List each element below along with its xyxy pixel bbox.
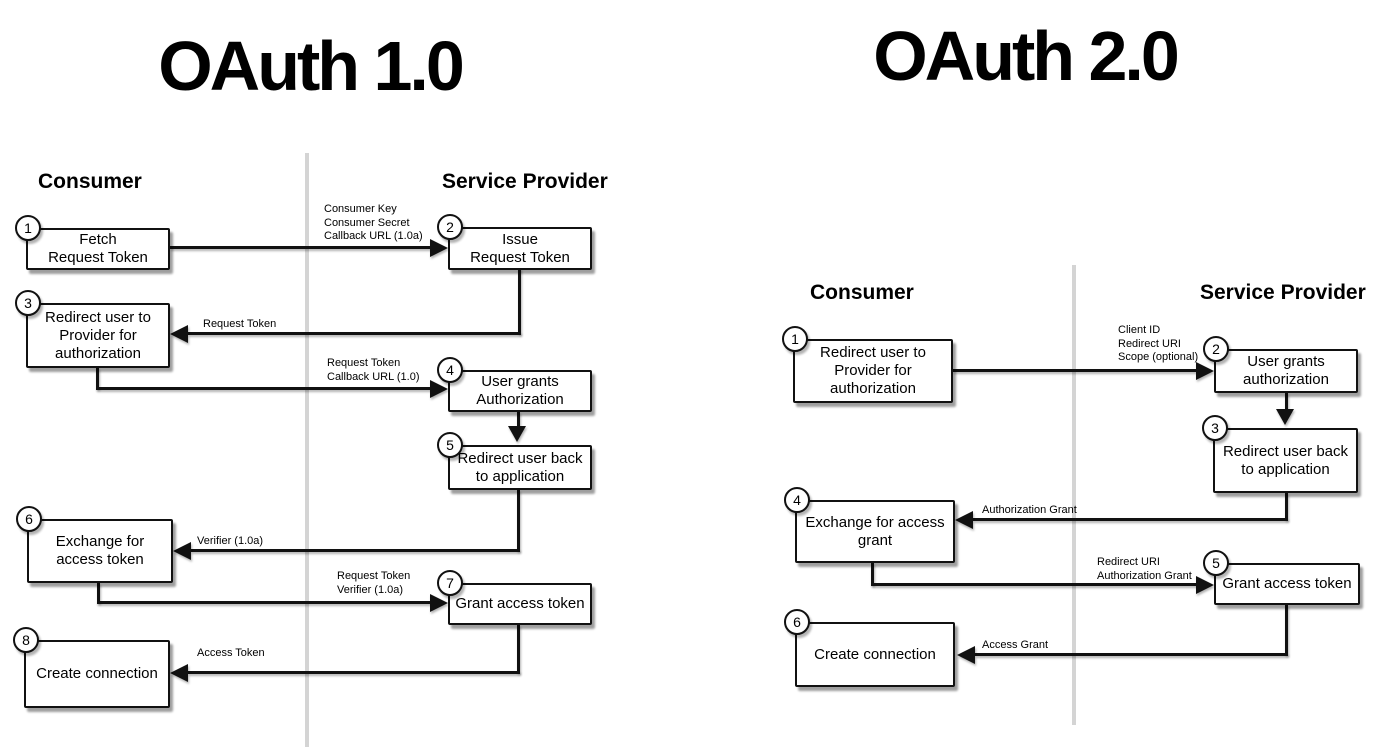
arrowhead-left-icon — [170, 325, 188, 343]
right-separator-line — [1072, 265, 1076, 725]
edge-label-client-id: Client ID Redirect URI Scope (optional) — [1118, 324, 1199, 363]
box-label: Redirect user to Provider for authorizat… — [45, 308, 151, 362]
step-badge: 4 — [784, 487, 810, 513]
left-provider-header: Service Provider — [442, 170, 608, 193]
right-diagram-title: OAuth 2.0 — [873, 17, 1180, 95]
step-badge: 3 — [15, 290, 41, 316]
step-badge: 7 — [437, 570, 463, 596]
arrowhead-right-icon — [430, 239, 448, 257]
arrow-segment — [517, 625, 520, 673]
arrow-segment — [975, 653, 1288, 656]
left-consumer-header: Consumer — [38, 170, 142, 193]
arrow-segment — [953, 369, 1196, 372]
step-badge: 8 — [13, 627, 39, 653]
step-badge: 5 — [437, 432, 463, 458]
arrow-segment — [1285, 605, 1288, 655]
left-separator-line — [305, 153, 309, 747]
edge-label-access-token: Access Token — [197, 647, 265, 659]
edge-label-authorization-grant: Authorization Grant — [982, 504, 1077, 516]
arrow-segment — [96, 368, 99, 389]
step-badge: 2 — [1203, 336, 1229, 362]
arrow-segment — [518, 268, 521, 334]
step-badge: 2 — [437, 214, 463, 240]
edge-label-request-token-verifier: Request Token Verifier (1.0a) — [337, 570, 411, 596]
flow-box-redirect-user-to-provider: Redirect user to Provider for authorizat… — [793, 339, 953, 403]
edge-label-request-token: Request Token — [203, 318, 277, 330]
box-label: User grants authorization — [1243, 353, 1329, 388]
box-label: Grant access token — [1222, 575, 1352, 592]
box-label: Redirect user to Provider for authorizat… — [820, 344, 926, 397]
arrowhead-right-icon — [1196, 362, 1214, 380]
flow-box-grant-access-token: Grant access token — [448, 583, 592, 625]
arrowhead-left-icon — [170, 664, 188, 682]
box-label: Exchange for access token — [55, 533, 145, 568]
arrow-segment — [188, 332, 521, 335]
flow-box-create-connection: Create connection — [24, 640, 170, 708]
flow-box-exchange-for-access-token: Exchange for access token — [27, 519, 173, 583]
edge-label-verifier: Verifier (1.0a) — [197, 535, 264, 547]
arrow-segment — [973, 518, 1288, 521]
box-label: Create connection — [814, 645, 936, 663]
edge-label-consumer-key: Consumer Key Consumer Secret Callback UR… — [324, 203, 423, 242]
arrow-segment — [1285, 493, 1288, 520]
arrowhead-right-icon — [430, 380, 448, 398]
right-provider-header: Service Provider — [1200, 281, 1366, 304]
arrow-segment — [170, 246, 434, 249]
arrow-segment — [871, 563, 874, 585]
flow-box-redirect-user-back: Redirect user back to application — [1213, 428, 1358, 493]
flow-box-grant-access-token: Grant access token — [1214, 563, 1360, 605]
flow-box-redirect-user-back: Redirect user back to application — [448, 445, 592, 490]
box-label: Fetch Request Token — [48, 231, 148, 266]
arrowhead-down-icon — [508, 426, 526, 442]
step-badge: 6 — [784, 609, 810, 635]
arrow-segment — [1285, 393, 1288, 411]
arrow-segment — [97, 601, 434, 604]
right-consumer-header: Consumer — [810, 281, 914, 304]
arrow-segment — [517, 412, 520, 428]
flow-box-redirect-user-to-provider: Redirect user to Provider for authorizat… — [26, 303, 170, 368]
flow-box-exchange-for-access-grant: Exchange for access grant — [795, 500, 955, 563]
step-badge: 4 — [437, 357, 463, 383]
box-label: Redirect user back to application — [457, 449, 583, 485]
arrowhead-left-icon — [957, 646, 975, 664]
left-diagram-title: OAuth 1.0 — [158, 27, 465, 105]
arrowhead-left-icon — [955, 511, 973, 529]
step-badge: 6 — [16, 506, 42, 532]
flow-box-user-grants-authorization: User grants authorization — [1214, 349, 1358, 393]
edge-label-request-token-callback: Request Token Callback URL (1.0) — [327, 357, 420, 383]
arrow-segment — [96, 387, 434, 390]
step-badge: 3 — [1202, 415, 1228, 441]
arrow-segment — [871, 583, 1198, 586]
arrowhead-down-icon — [1276, 409, 1294, 425]
flow-box-fetch-request-token: Fetch Request Token — [26, 228, 170, 270]
box-label: Exchange for access grant — [805, 513, 945, 549]
box-label: Create connection — [36, 665, 158, 682]
box-label: Redirect user back to application — [1222, 442, 1349, 478]
arrow-segment — [188, 671, 520, 674]
flow-box-user-grants-authorization: User grants Authorization — [448, 370, 592, 412]
arrowhead-left-icon — [173, 542, 191, 560]
step-badge: 1 — [782, 326, 808, 352]
flow-box-create-connection: Create connection — [795, 622, 955, 687]
box-label: Issue Request Token — [470, 230, 570, 266]
edge-label-redirect-uri-grant: Redirect URI Authorization Grant — [1097, 556, 1192, 582]
box-label: User grants Authorization — [476, 373, 564, 408]
arrowhead-right-icon — [430, 594, 448, 612]
arrowhead-right-icon — [1196, 576, 1214, 594]
step-badge: 1 — [15, 215, 41, 241]
flow-box-issue-request-token: Issue Request Token — [448, 227, 592, 270]
arrow-segment — [97, 583, 100, 603]
arrow-segment — [191, 549, 520, 552]
edge-label-access-grant: Access Grant — [982, 639, 1049, 651]
box-label: Grant access token — [455, 595, 585, 612]
arrow-segment — [517, 490, 520, 551]
step-badge: 5 — [1203, 550, 1229, 576]
